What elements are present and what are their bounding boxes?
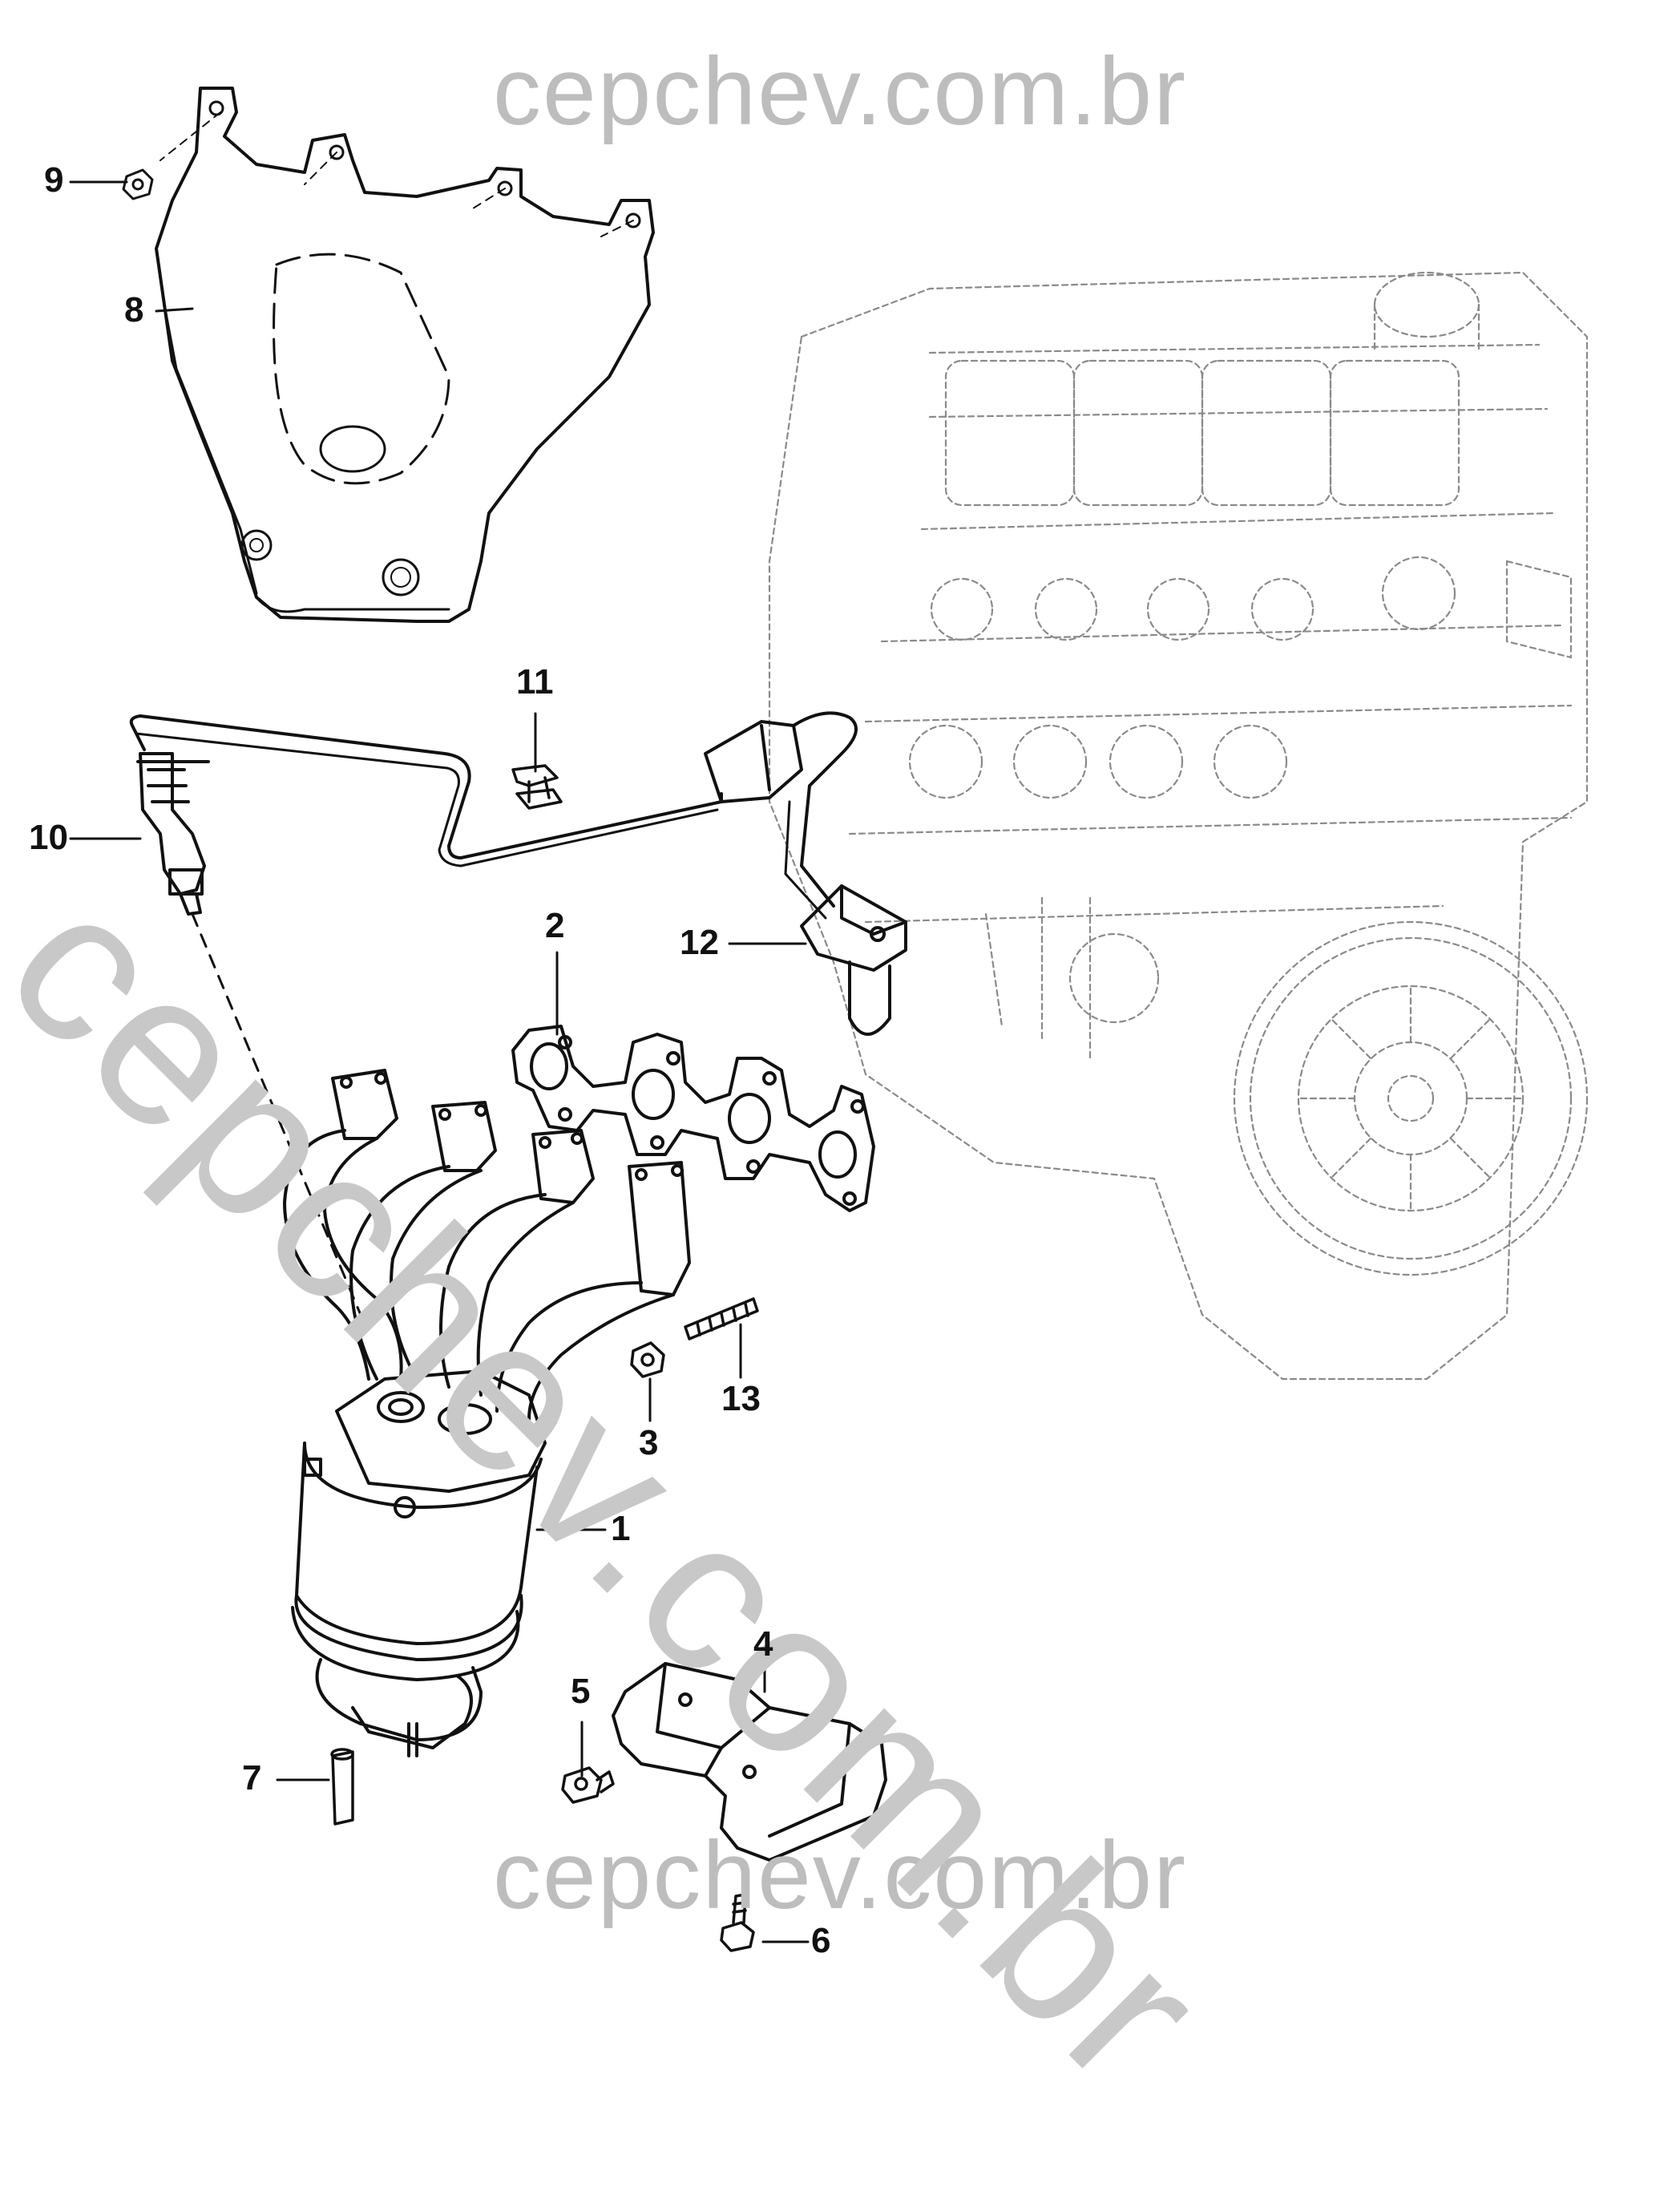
watermark-top: cepchev.com.br: [492, 38, 1188, 145]
parts-diagram: [69, 87, 1589, 1952]
callout-3: 3: [639, 1423, 659, 1462]
bracket-4: [612, 1662, 887, 1862]
engine-block-outline: [768, 271, 1589, 1381]
bracket-12: [800, 884, 907, 1036]
harness-connector: [704, 711, 858, 920]
callout-5: 5: [571, 1672, 591, 1711]
stud-13: [684, 1297, 759, 1341]
callout-4: 4: [753, 1624, 773, 1664]
bolt-6: [720, 1893, 755, 1952]
callout-1: 1: [611, 1509, 631, 1548]
callout-2: 2: [545, 906, 565, 945]
callout-12: 12: [680, 923, 719, 962]
heat-shield: [155, 87, 655, 623]
diagram-canvas: cepchev.com.br cepchev.com.br cepchev.co…: [0, 38, 1589, 2132]
bolt-5: [561, 1766, 615, 1804]
callout-6: 6: [811, 1921, 831, 1960]
callout-11: 11: [516, 662, 554, 702]
callout-10: 10: [29, 818, 68, 857]
callout-8: 8: [124, 290, 144, 330]
wire-clip-11: [511, 764, 563, 810]
callout-13: 13: [721, 1379, 761, 1418]
callout-9: 9: [44, 160, 64, 200]
manifold-gasket: [511, 1025, 875, 1212]
watermark-bottom: cepchev.com.br: [492, 1822, 1188, 1929]
sensor-wire-guide: [191, 912, 362, 1316]
leader-lines: [69, 180, 810, 1943]
pin-7: [330, 1748, 354, 1826]
exhaust-manifold: [283, 1069, 691, 1757]
nut-9: [122, 168, 154, 200]
nut-3: [630, 1341, 665, 1378]
flywheel-outline: [1233, 920, 1589, 1276]
callout-7: 7: [242, 1758, 262, 1798]
oxygen-sensor: [129, 714, 723, 916]
